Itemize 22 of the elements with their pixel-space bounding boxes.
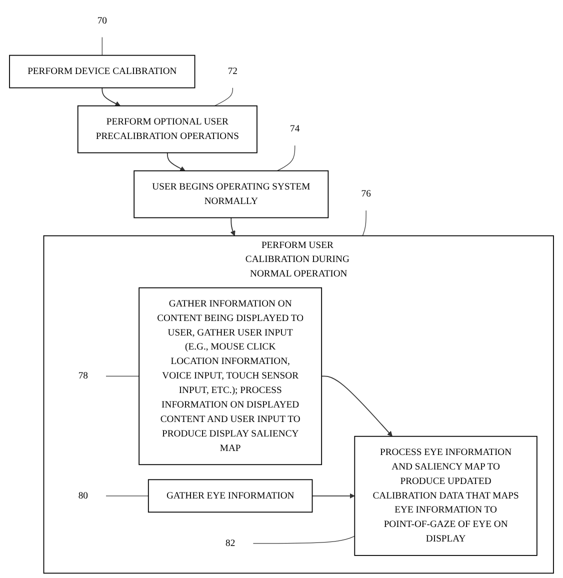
node-box: USER BEGINS OPERATING SYSTEM NORMALLY xyxy=(134,170,329,218)
connector xyxy=(276,145,296,172)
node-text: 78 xyxy=(78,370,88,382)
arrow xyxy=(321,376,392,437)
node-box: PROCESS EYE INFORMATION AND SALIENCY MAP TO PRODUCE UPDATED CALIBRATION DATA THAT MAPS EYE INFORMATION TO POINT-OF-GAZE OF EYE ON DISPLAY xyxy=(354,436,538,556)
node-box: GATHER EYE INFORMATION xyxy=(148,479,313,513)
connector xyxy=(252,536,355,544)
connector xyxy=(214,88,233,106)
node-text: 82 xyxy=(226,538,236,548)
node-text: 72 xyxy=(228,66,238,76)
node-box: GATHER INFORMATION ON CONTENT BEING DISPLAYED TO USER, GATHER USER INPUT (E.G., MOUSE CLICK LOCATION INFORMATION, VOICE INPUT, TOUCH SENSOR INPUT, ETC.); PROCESS INFORMATION ON DISPLAYED CONTENT AND USER INPUT TO PRODUCE DISPLAY SALIENCY MAP xyxy=(138,287,322,466)
node-text: 70 xyxy=(97,16,107,26)
connector xyxy=(362,210,366,236)
arrow xyxy=(230,217,236,236)
node-text: 76 xyxy=(361,188,371,200)
node-text: 80 xyxy=(78,490,88,501)
node-box: PERFORM DEVICE CALIBRATION xyxy=(9,54,196,88)
node-box: PERFORM OPTIONAL USER PRECALIBRATION OPERATIONS xyxy=(77,105,258,154)
arrow xyxy=(312,493,355,499)
arrow xyxy=(166,152,186,172)
arrow xyxy=(102,87,121,106)
node-text: 74 xyxy=(290,124,300,134)
